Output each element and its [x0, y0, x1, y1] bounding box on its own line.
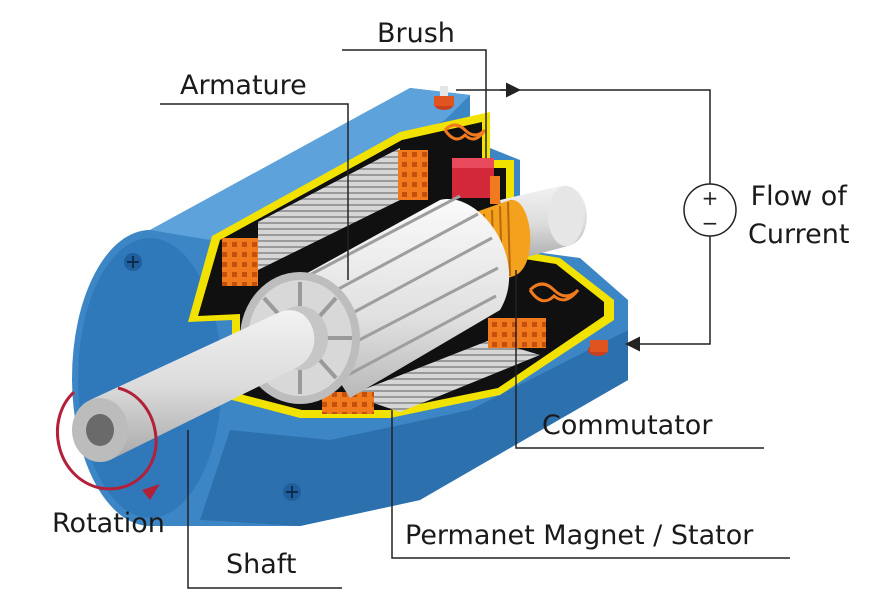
brush-leader [342, 49, 487, 158]
rotation-arrow-icon [55, 386, 158, 491]
flow-of-current-label: Flow of Current [748, 178, 849, 254]
upper-stator-lamination [258, 148, 400, 270]
terminal-top [434, 86, 454, 110]
terminal-bottom [588, 340, 608, 356]
brush-spring [443, 123, 487, 141]
meter-minus: − [702, 211, 719, 235]
lower-stator-lamination [350, 340, 540, 412]
housing-lower-shade [200, 330, 628, 526]
housing-top-highlight [150, 88, 470, 240]
shaft [72, 310, 315, 462]
rotation-label: Rotation [52, 508, 165, 539]
armature-label: Armature [180, 70, 307, 101]
brush-block [452, 158, 500, 204]
upper-coil-right [398, 150, 428, 200]
commutator-leader [515, 270, 764, 449]
magnet-leader [391, 410, 790, 559]
lower-coil-left [322, 392, 374, 414]
flow-label-line1: Flow of [750, 181, 847, 212]
shaft-label: Shaft [226, 549, 297, 580]
current-circuit: + − [456, 82, 737, 352]
flow-label-line2: Current [748, 219, 850, 250]
brush-label: Brush [377, 18, 455, 49]
current-meter-icon [683, 183, 737, 237]
permanent-magnet-stator-label: Permanet Magnet / Stator [405, 520, 754, 551]
leader-lines [160, 49, 790, 589]
brush-spring-lower [528, 282, 580, 303]
shaft-leader [187, 430, 342, 589]
upper-coil-left [222, 238, 258, 286]
rotation-arrowhead-icon [142, 484, 160, 500]
lower-coil-right [488, 318, 546, 348]
armature-leader [160, 103, 349, 280]
commutator-label: Commutator [542, 410, 713, 441]
meter-plus: + [702, 186, 719, 210]
